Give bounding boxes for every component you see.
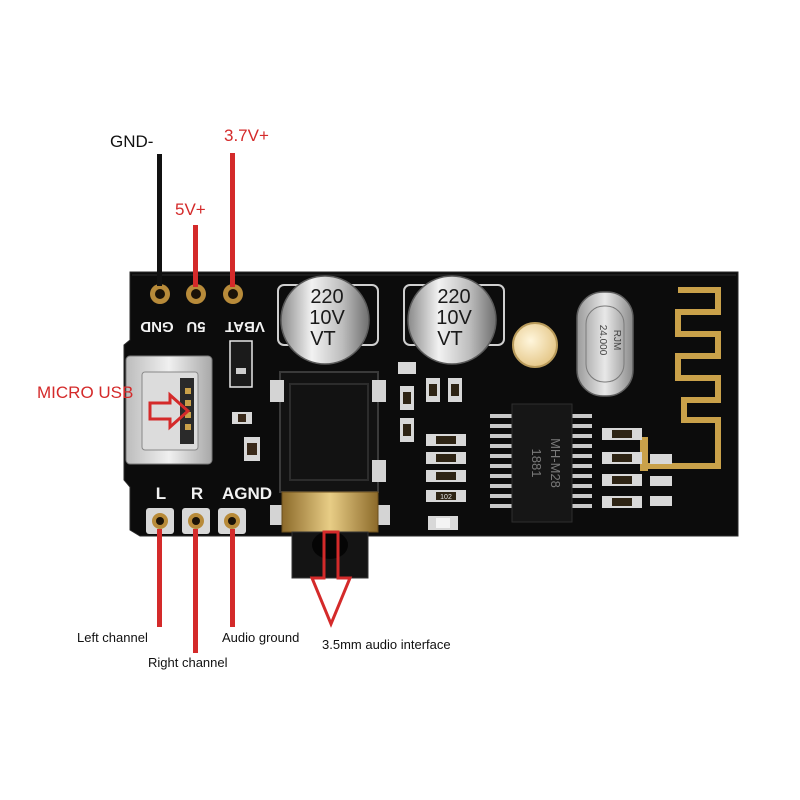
round-pad xyxy=(512,322,558,368)
audio-interface-callout: 3.5mm audio interface xyxy=(322,637,451,652)
chip-label-2: 1881 xyxy=(529,449,544,478)
audio-jack xyxy=(270,371,390,579)
pin-l-label: L xyxy=(156,484,166,503)
v5-callout: 5V+ xyxy=(175,200,206,219)
bottom-pin-labels: L R AGND xyxy=(156,484,272,503)
pin-agnd-label: AGND xyxy=(222,484,272,503)
smd-parts-middle: 102 xyxy=(398,362,466,530)
callout-wires xyxy=(157,153,235,653)
v37-callout: 3.7V+ xyxy=(224,126,269,145)
crystal-label-1: RJM xyxy=(611,330,622,351)
resistor-label: 102 xyxy=(440,494,452,501)
audio-ground-callout: Audio ground xyxy=(222,630,299,645)
usb-arrow-icon xyxy=(148,391,191,431)
cap1-value: 220 xyxy=(310,286,343,308)
smd-parts-left xyxy=(229,340,260,461)
left-channel-wire xyxy=(157,529,162,627)
capacitor-1: 220 10V VT xyxy=(277,275,379,365)
micro-usb-callout: MICRO USB xyxy=(37,383,133,402)
pin-gnd-label: GND xyxy=(140,318,174,335)
micro-usb-connector xyxy=(125,355,213,465)
audio-jack-arrow-icon xyxy=(309,530,353,628)
pin-5v-label: 5U xyxy=(186,318,205,335)
left-channel-callout: Left channel xyxy=(77,630,148,645)
v37-wire xyxy=(230,153,235,287)
top-header-pins xyxy=(150,284,243,304)
right-channel-wire xyxy=(193,529,198,653)
pin-r-label: R xyxy=(191,484,203,503)
chip-label-1: MH-M28 xyxy=(548,438,563,488)
bottom-header-pins xyxy=(146,508,246,534)
pin-vbat-label: VBAT xyxy=(225,318,265,335)
gnd-wire xyxy=(157,154,162,286)
crystal-label-2: 24.000 xyxy=(597,325,608,356)
crystal-oscillator: RJM 24.000 xyxy=(576,291,634,397)
cap2-value: 220 xyxy=(437,286,470,308)
cap2-voltage: 10V xyxy=(436,307,472,329)
chip-pins-left xyxy=(490,414,516,508)
audio-ground-wire xyxy=(230,529,235,627)
chip-pins-right xyxy=(566,414,592,508)
cap1-series: VT xyxy=(310,328,336,350)
pcb-antenna xyxy=(640,287,721,471)
gnd-callout: GND- xyxy=(110,132,153,151)
capacitor-2: 220 10V VT xyxy=(403,275,505,365)
top-pin-labels: GND 5U VBAT xyxy=(140,318,265,335)
main-ic-chip: MH-M28 1881 xyxy=(490,403,592,523)
cap2-series: VT xyxy=(437,328,463,350)
cap1-voltage: 10V xyxy=(309,307,345,329)
right-channel-callout: Right channel xyxy=(148,655,228,670)
smd-parts-right xyxy=(602,428,672,508)
v5-wire xyxy=(193,225,198,287)
